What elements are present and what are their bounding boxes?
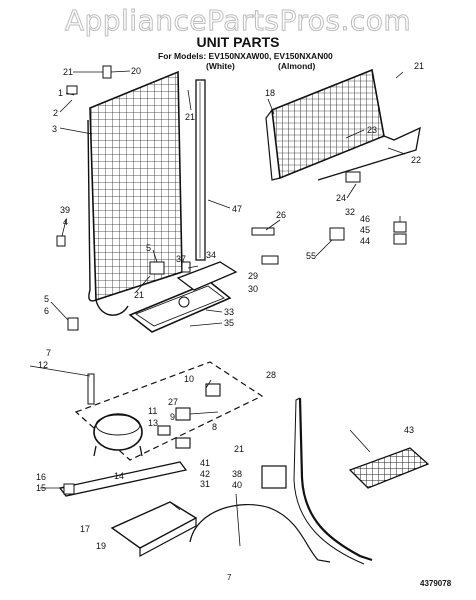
callout-15: 15 [36,483,46,493]
callout-29: 29 [248,271,258,281]
callout-21-e: 21 [234,444,244,454]
diagram-title: UNIT PARTS [196,34,280,50]
leader-lines [29,70,406,547]
callout-42: 42 [200,469,210,479]
callout-12: 12 [38,360,48,370]
callout-8: 8 [212,422,217,432]
callout-31: 31 [200,479,210,489]
callout-21-d: 21 [134,290,144,300]
callout-33: 33 [224,307,234,317]
callout-21-b: 21 [185,112,195,122]
callout-20: 20 [131,66,141,76]
condenser-rack [348,447,430,489]
callout-4: 4 [63,217,68,227]
callout-16: 16 [36,472,46,482]
callout-34: 34 [206,250,216,260]
callout-43: 43 [404,425,414,435]
callout-13: 13 [148,418,158,428]
callout-37: 37 [176,254,186,264]
refrigerant-tubing [189,397,373,565]
callout-44: 44 [360,236,370,246]
variant-almond: (Almond) [278,61,316,71]
callout-40: 40 [232,480,242,490]
vertical-tube [195,79,206,261]
callout-41: 41 [200,458,210,468]
callout-55: 55 [306,251,316,261]
compressor-assembly [74,361,264,461]
model-numbers: For Models: EV150NXAW00, EV150NXAN00 [158,51,333,61]
callout-6: 6 [44,306,49,316]
callout-45: 45 [360,225,370,235]
callout-30: 30 [248,284,258,294]
drain-pan [128,281,232,333]
evaporator-coil [87,70,183,316]
callout-10: 10 [184,374,194,384]
callout-32: 32 [345,207,355,217]
callout-24: 24 [336,193,346,203]
callout-23: 23 [367,125,377,135]
document-number: 4379078 [420,579,452,588]
callout-39: 39 [60,205,70,215]
callout-17: 17 [80,524,90,534]
callout-46: 46 [360,214,370,224]
callout-11: 11 [148,406,157,416]
watermark-logo: AppliancePartsPros.com [64,4,412,38]
callout-7: 7 [46,348,51,358]
callout-18: 18 [265,88,275,98]
callout-labels: 21 20 1 2 3 21 18 21 23 22 47 24 32 39 4… [36,61,424,551]
callout-38: 38 [232,469,242,479]
condenser-coil [265,68,421,181]
drip-tray [176,261,238,291]
callout-2: 2 [53,108,58,118]
callout-14: 14 [114,471,124,481]
callout-22: 22 [411,155,421,165]
callout-5-b: 5 [44,294,49,304]
page-number: 7 [227,573,232,582]
callout-9: 9 [170,412,175,422]
compressor-base [58,461,198,558]
small-parts [56,65,407,495]
callout-19: 19 [96,541,106,551]
callout-3: 3 [52,124,57,134]
callout-1: 1 [58,88,63,98]
callout-35: 35 [224,318,234,328]
callout-47: 47 [232,204,242,214]
callout-26: 26 [276,210,286,220]
callout-5: 5 [146,243,151,253]
callout-27: 27 [168,397,178,407]
callout-28: 28 [266,370,276,380]
variant-white: (White) [206,61,235,71]
callout-21: 21 [63,67,73,77]
callout-21-c: 21 [414,61,424,71]
